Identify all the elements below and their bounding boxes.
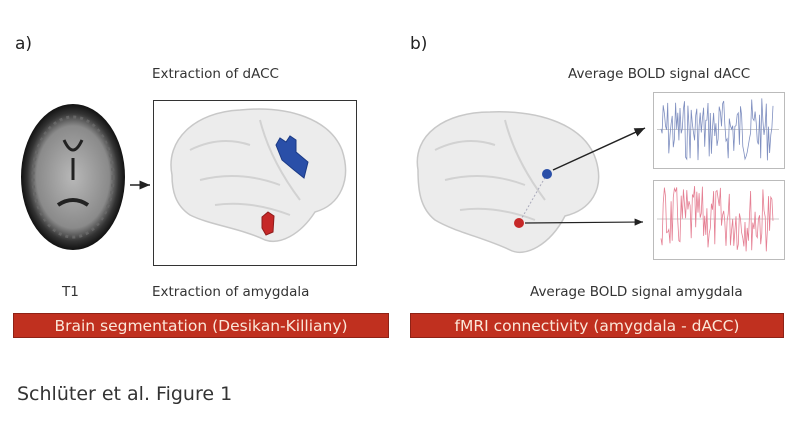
arrow-to-amygdala-signal (524, 218, 644, 226)
t1-caption: T1 (62, 284, 79, 300)
dacc-signal-trace (657, 98, 779, 161)
panel-a-banner: Brain segmentation (Desikan-Killiany) (13, 313, 389, 338)
dacc-signal-caption: Average BOLD signal dACC (568, 66, 751, 82)
arrow-to-dacc-signal (552, 127, 646, 171)
signal-line (660, 186, 774, 252)
amygdala-node (514, 218, 524, 228)
amygdala-extraction-caption: Extraction of amygdala (152, 284, 310, 300)
amygdala-signal-plot (653, 180, 785, 260)
panel-a-label: a) (15, 34, 33, 54)
brain-surface-b (416, 111, 600, 254)
brain-surface-a (170, 108, 347, 242)
t1-mri-slice (21, 104, 125, 250)
connectivity-line (518, 173, 548, 224)
figure-caption: Schlüter et al. Figure 1 (17, 383, 233, 405)
panel-b-label: b) (410, 34, 428, 54)
dacc-region (275, 135, 309, 179)
amygdala-signal-caption: Average BOLD signal amygdala (530, 284, 743, 300)
dacc-node (542, 169, 552, 179)
amygdala-signal-trace (657, 186, 779, 252)
panel-b-banner: fMRI connectivity (amygdala - dACC) (410, 313, 784, 338)
signal-line (660, 98, 774, 161)
amygdala-region (261, 211, 275, 236)
dacc-extraction-caption: Extraction of dACC (152, 66, 279, 82)
